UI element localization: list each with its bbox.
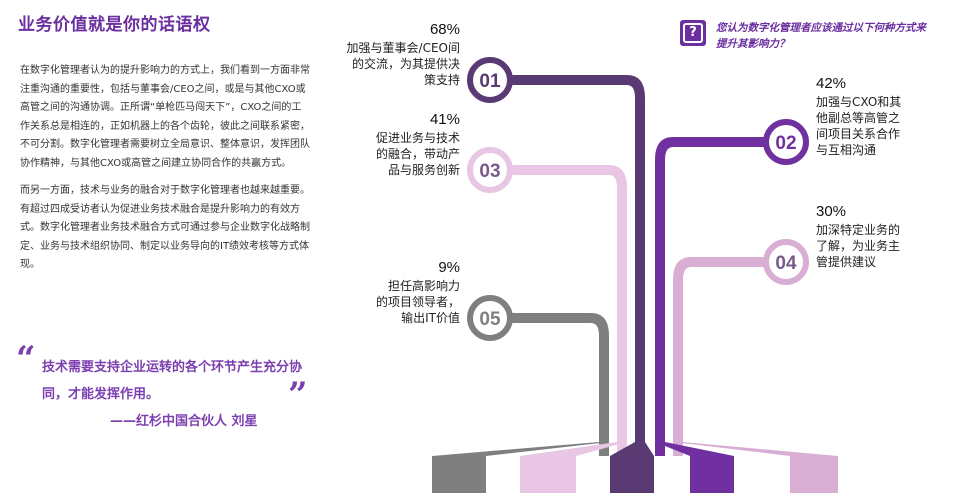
desc-line-01-1: 加强与董事会/CEO间 [347, 41, 460, 55]
pct-label-02: 42% [816, 75, 846, 92]
circle-badge-02 [763, 119, 809, 165]
desc-line-04-1: 加深特定业务的 [816, 222, 900, 237]
circle-number-02: 02 [775, 133, 796, 154]
desc-line-03-1: 促进业务与技术 [376, 130, 460, 145]
body-paragraph-1: 在数字化管理者认为的提升影响力的方式上，我们看到一方面非常注重沟通的重要性，包括… [20, 65, 310, 169]
circle-badge-04 [763, 239, 809, 285]
page-title: 业务价值就是你的话语权 [18, 15, 211, 35]
question-mark-glyph: ? [683, 23, 703, 43]
circle-number-04: 04 [775, 253, 797, 274]
desc-line-05-2: 的项目领导者， [376, 294, 460, 309]
desc-line-03-3: 品与服务创新 [388, 162, 460, 177]
stream-funnel-04 [673, 442, 838, 456]
stream-funnel-03 [520, 442, 627, 456]
stream-funnel-01 [610, 442, 654, 456]
pct-label-03: 41% [430, 111, 460, 128]
desc-line-02-2: 他副总等高管之 [816, 110, 900, 125]
pct-label-05: 9% [438, 259, 460, 276]
circle-number-03: 03 [479, 161, 500, 182]
desc-line-04-3: 管提供建议 [816, 254, 876, 269]
quote-text: 技术需要支持企业运转的各个环节产生充分协同，才能发挥作用。 [42, 360, 303, 402]
desc-line-04-2: 了解，为业务主 [816, 238, 900, 253]
base-block-05 [432, 456, 486, 493]
stream-02 [655, 137, 766, 456]
desc-line-02-3: 间项目关系合作 [816, 126, 900, 141]
pct-label-04: 30% [816, 203, 846, 220]
base-block-02 [690, 456, 734, 493]
stream-funnel-05 [432, 442, 609, 456]
pct-label-01: 68% [430, 21, 460, 38]
quote-open-mark: “ [16, 339, 36, 379]
stream-03 [510, 165, 627, 456]
desc-line-05-1: 担任高影响力 [388, 278, 460, 293]
stream-04 [673, 257, 766, 456]
body-paragraph-2: 而另一方面，技术与业务的融合对于数字化管理者也越来越重要。有超过四成受访者认为促… [20, 185, 310, 270]
desc-line-02-4: 与互相沟通 [816, 143, 876, 157]
circle-badge-03 [467, 147, 513, 193]
stream-05 [510, 313, 609, 456]
stream-funnel-02 [655, 442, 734, 456]
body-text: 在数字化管理者认为的提升影响力的方式上，我们看到一方面非常注重沟通的重要性，包括… [20, 62, 310, 284]
desc-line-01-2: 的交流，为其提供决 [352, 56, 460, 71]
question-mark-icon: ? [680, 20, 706, 46]
desc-line-02-1: 加强与CXO和其 [816, 95, 901, 109]
circle-number-01: 01 [479, 71, 501, 92]
question-text: 您认为数字化管理者应该通过以下何种方式来提升其影响力？ [716, 22, 926, 50]
desc-line-03-2: 的融合，带动产 [376, 146, 460, 161]
quote-close-mark: ” [288, 375, 308, 415]
circle-badge-05 [467, 295, 513, 341]
base-block-01 [610, 456, 654, 493]
desc-line-01-3: 策支持 [424, 72, 460, 87]
quote-author: ——红杉中国合伙人 刘星 [110, 414, 258, 429]
base-block-04 [790, 456, 838, 493]
desc-line-05-3: 输出IT价值 [401, 310, 460, 325]
circle-badge-01 [467, 57, 513, 103]
base-block-03 [520, 456, 576, 493]
circle-number-05: 05 [479, 309, 501, 330]
